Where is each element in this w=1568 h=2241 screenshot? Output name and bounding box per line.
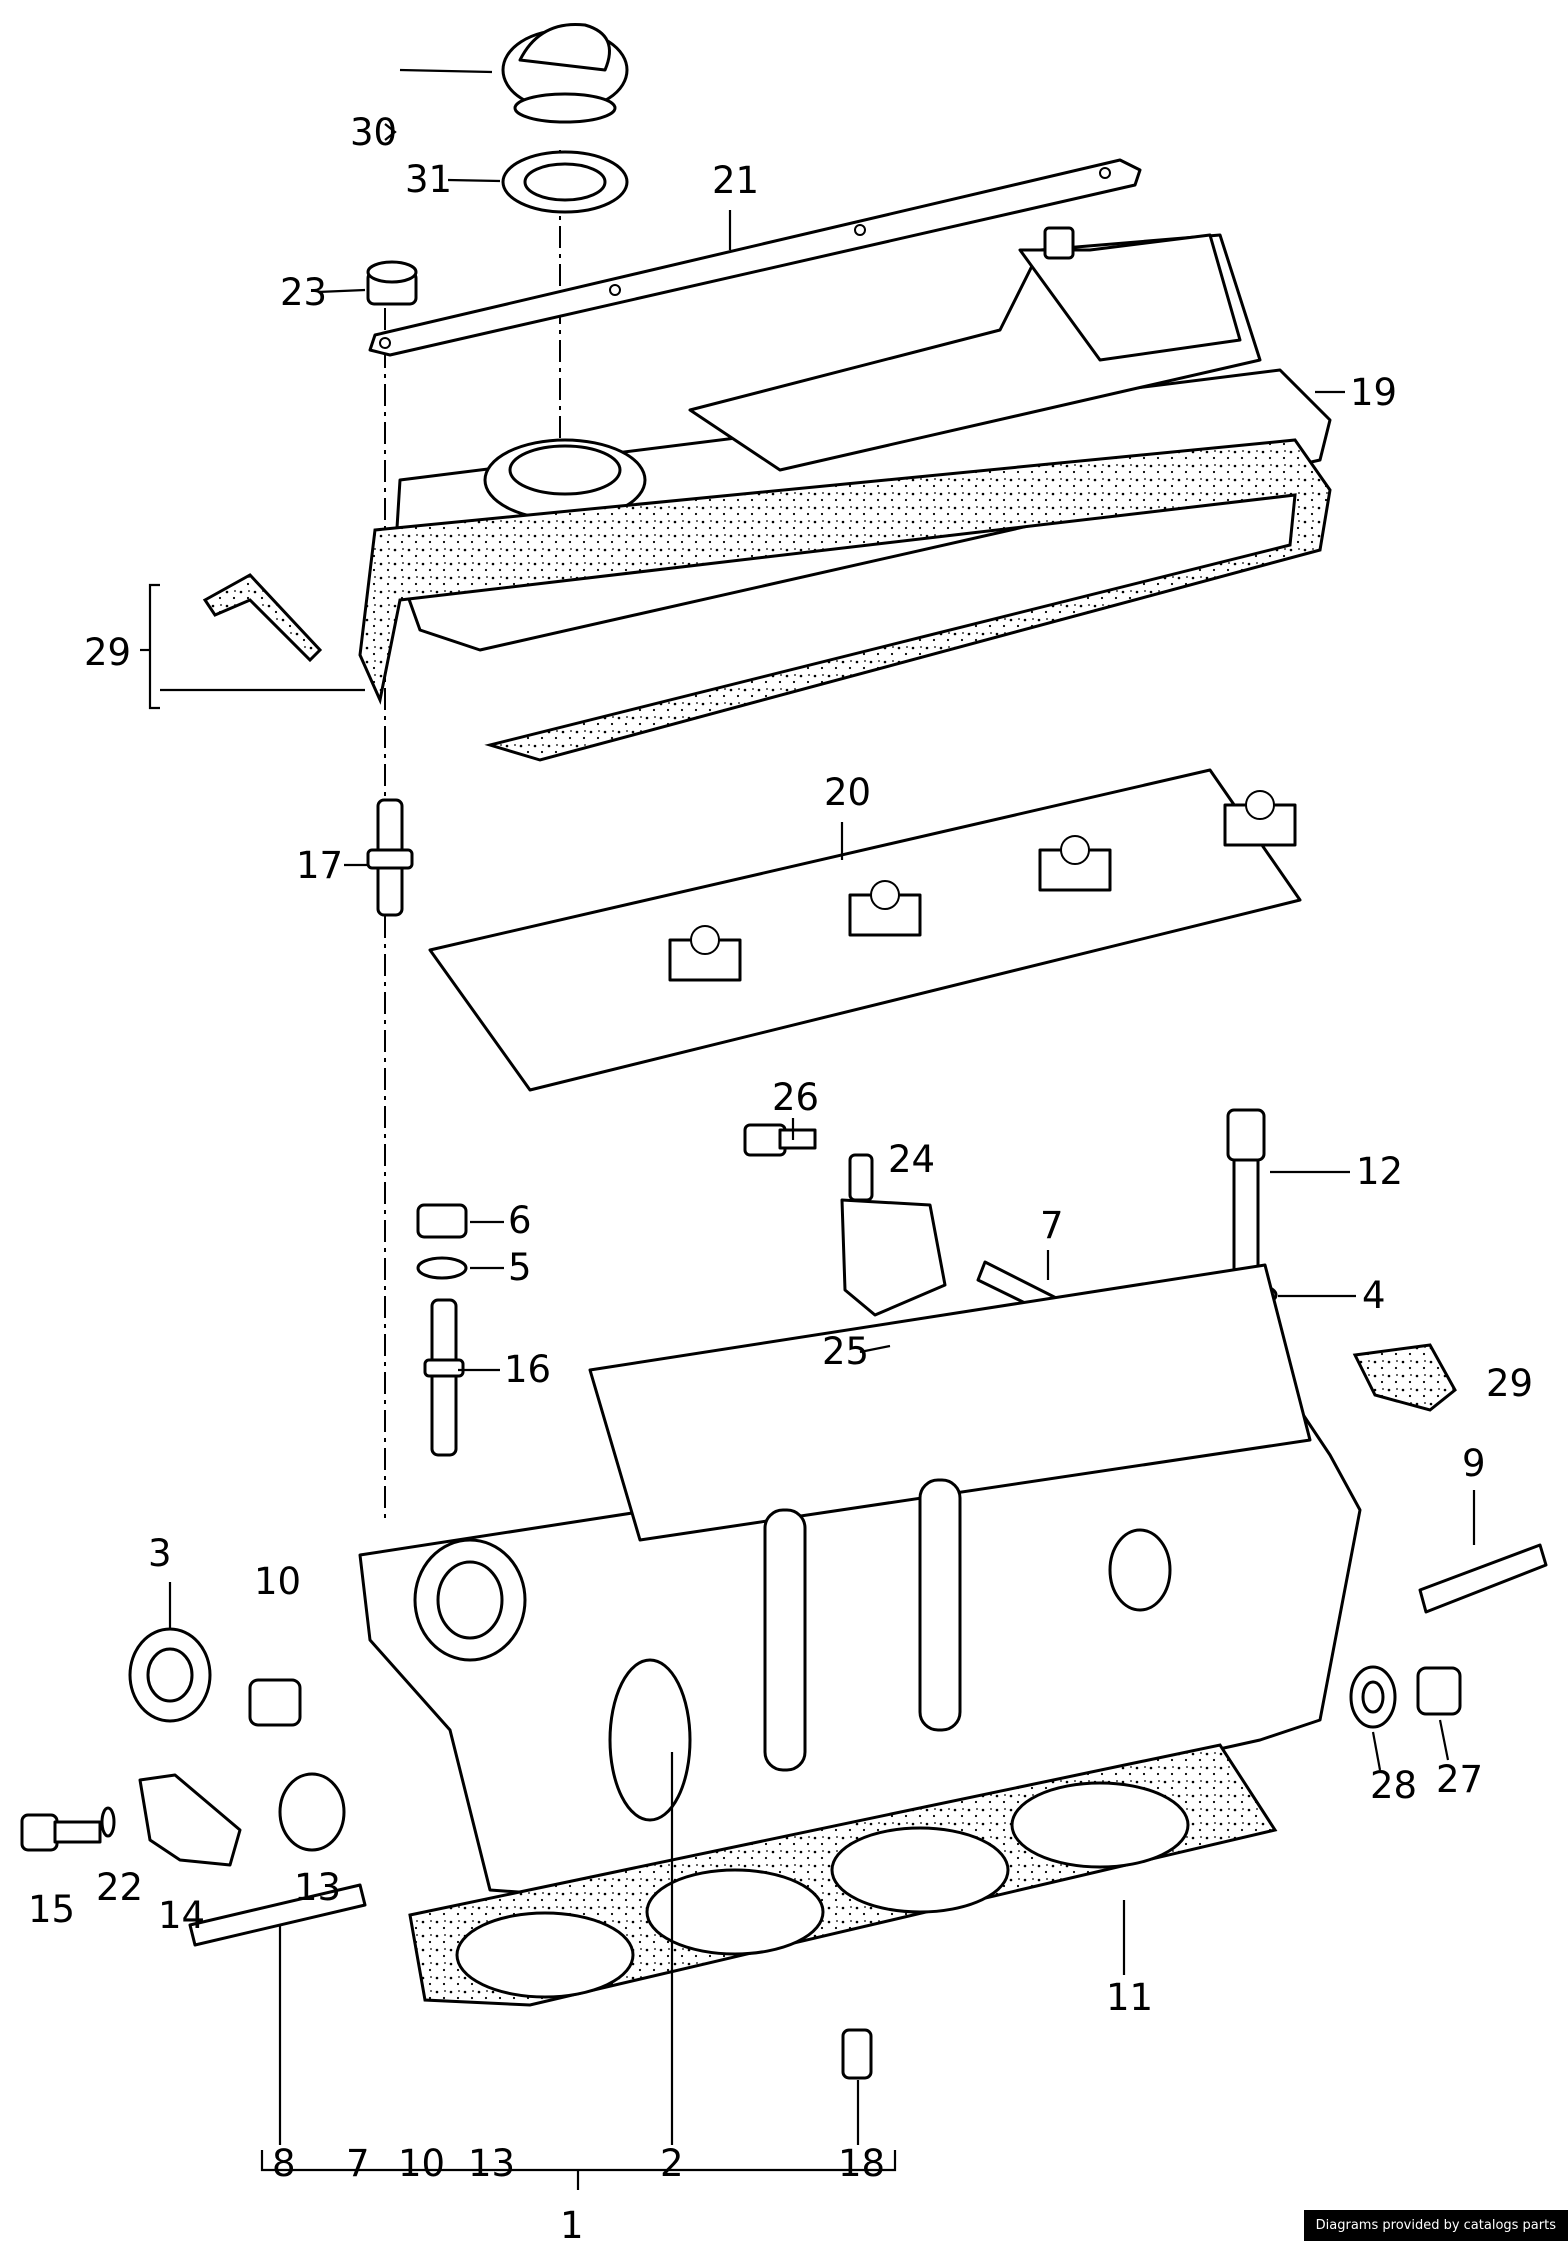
stud-bolt-part [366,798,414,917]
cover-gasket-strip-part [368,158,1142,357]
callout-label-31: 31 [405,158,452,201]
callout-label-29b: 29 [1486,1362,1533,1405]
callout-label-27: 27 [1436,1758,1483,1801]
callout-leader-lines [140,68,1476,2145]
callout-label-13a: 13 [294,1866,341,1909]
callout-label-21: 21 [712,159,759,202]
vent-flange-parts [743,1123,947,1355]
valve-cover-gasket-part [358,438,1332,762]
callout-label-12: 12 [1356,1150,1403,1193]
callout-label-7a: 7 [1040,1204,1064,1247]
callout-label-22: 22 [96,1866,143,1909]
callout-label-3: 3 [148,1532,172,1575]
callout-label-14: 14 [158,1894,205,1937]
cylinder-head-part [358,1263,1362,1897]
callout-label-9: 9 [1462,1442,1486,1485]
callout-label-28: 28 [1370,1764,1417,1807]
callout-label-6: 6 [508,1199,532,1242]
drain-plug-and-washer-parts [1349,1665,1462,1729]
callout-label-16: 16 [504,1348,551,1391]
oil-baffle-part [428,768,1302,1092]
callout-label-18: 18 [838,2142,885,2185]
cap-nut-part [366,260,418,306]
callout-label-2: 2 [660,2142,684,2185]
camshaft-seal-and-plug-parts [128,1627,302,1727]
diagram-credit: Diagrams provided by catalogs parts [1303,2210,1568,2241]
temperature-sender-fitting-part [1418,1543,1548,1614]
nut-washer-stud-parts [416,1203,468,1457]
callout-label-1: 1 [560,2204,584,2241]
callout-label-10a: 10 [254,1560,301,1603]
callout-label-13b: 13 [468,2142,515,2185]
oil-filler-cap-part [501,22,629,124]
callout-label-24: 24 [888,1138,935,1181]
callout-label-4: 4 [1362,1274,1386,1317]
callout-label-29a: 29 [84,631,131,674]
callout-label-20: 20 [824,771,871,814]
cylinder-head-gasket-part [408,1743,1278,2007]
callout-label-30: 30 [350,111,397,154]
valve-cover-part [393,226,1332,652]
callout-label-26: 26 [772,1076,819,1119]
callout-label-23: 23 [280,271,327,314]
callout-label-7b: 7 [346,2142,370,2185]
callout-label-15: 15 [28,1888,75,1931]
rubber-seal-right-part [1352,1343,1457,1412]
assembly-bracket [260,2150,897,2190]
callout-label-11: 11 [1106,1976,1153,2019]
assembly-axis-lines [384,150,561,1520]
callout-label-10b: 10 [398,2142,445,2185]
callout-label-25: 25 [822,1330,869,1373]
callout-label-5: 5 [508,1246,532,1289]
long-stud-part [188,1883,367,1947]
filler-cap-seal-part [501,150,629,214]
callout-label-17: 17 [296,844,343,887]
head-bolt-part [1226,1108,1266,1272]
dowel-sleeve-part [841,2028,873,2080]
rubber-seal-left-part [202,573,323,663]
callout-label-8: 8 [272,2142,296,2185]
callout-label-19: 19 [1350,371,1397,414]
bracket-bolt-plug-parts [20,1772,346,1867]
